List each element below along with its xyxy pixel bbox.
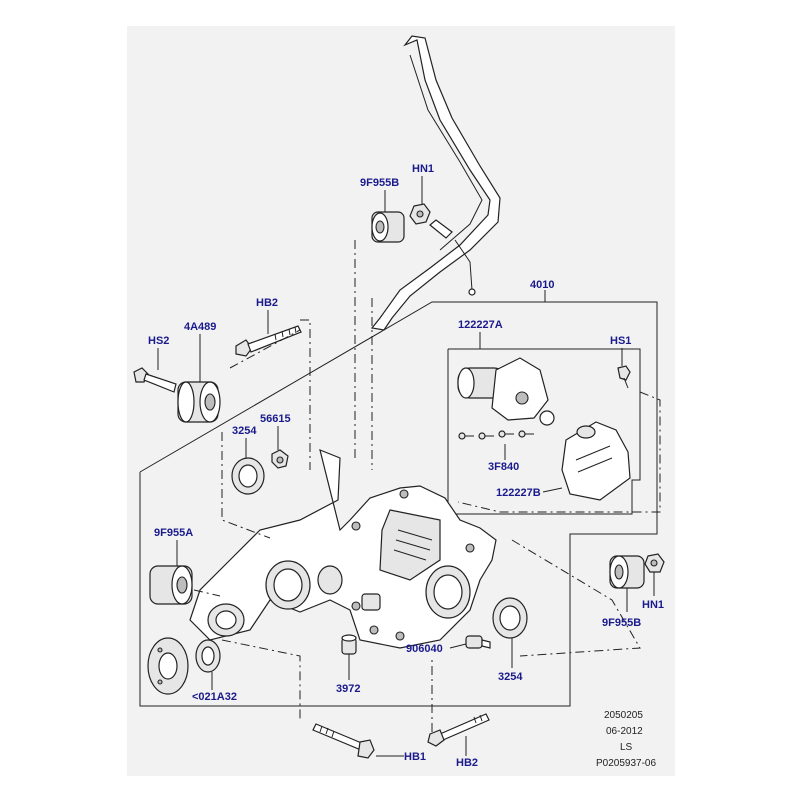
nut-56615 bbox=[271, 449, 289, 469]
nut-hn1-right bbox=[644, 553, 665, 573]
bolt-hs2 bbox=[133, 367, 177, 393]
callout-hn1-top: HN1 bbox=[412, 163, 434, 175]
seal-021a32 bbox=[195, 639, 221, 673]
bolt-hb1 bbox=[312, 723, 375, 759]
actuator-motor-122227a bbox=[457, 357, 555, 426]
callout-9f955b-right: 9F955B bbox=[602, 617, 641, 629]
callout-9f955a: 9F955A bbox=[154, 527, 193, 539]
plug-3972 bbox=[341, 634, 357, 655]
callout-56615: 56615 bbox=[260, 413, 291, 425]
seal-3254-right bbox=[492, 597, 528, 639]
callout-hs1: HS1 bbox=[610, 335, 631, 347]
bushing-9f955a bbox=[149, 565, 193, 605]
callout-hb1: HB1 bbox=[404, 751, 426, 763]
cover-122227b bbox=[561, 421, 631, 501]
callout-3254-right: 3254 bbox=[498, 671, 523, 683]
callout-hs2: HS2 bbox=[148, 335, 169, 347]
seal-3254-left bbox=[231, 457, 265, 495]
callout-3254-left: 3254 bbox=[232, 425, 257, 437]
sensor-906040 bbox=[465, 635, 491, 649]
callout-3972: 3972 bbox=[336, 683, 360, 695]
assembly-outline-4010 bbox=[139, 301, 658, 707]
reference-line-2: 06-2012 bbox=[606, 726, 643, 737]
callout-4a489: 4A489 bbox=[184, 321, 216, 333]
flange bbox=[147, 637, 189, 695]
screw-hs1 bbox=[617, 365, 631, 389]
callout-hb2-top: HB2 bbox=[256, 297, 278, 309]
breather-pipe bbox=[370, 35, 501, 331]
callout-4010: 4010 bbox=[530, 279, 554, 291]
callout-906040: 906040 bbox=[406, 643, 443, 655]
callout-122227b: 122227B bbox=[496, 487, 541, 499]
callout-9f955b-top: 9F955B bbox=[360, 177, 399, 189]
nut-hn1-top bbox=[409, 203, 431, 225]
bolt-hb2-bottom bbox=[427, 713, 490, 747]
bushing-4a489 bbox=[177, 381, 221, 423]
bushing-9f955b-top bbox=[371, 211, 405, 243]
callout-122227a: 122227A bbox=[458, 319, 503, 331]
alignment-lines bbox=[193, 240, 661, 732]
bushing-9f955b-right bbox=[609, 555, 645, 589]
callout-hn1-right: HN1 bbox=[642, 599, 664, 611]
reference-line-3: LS bbox=[620, 742, 633, 753]
screws-3f840 bbox=[458, 430, 534, 440]
bolt-hb2-top bbox=[235, 325, 302, 357]
callout-hb2-bottom: HB2 bbox=[456, 757, 478, 769]
reference-block: 2050205 06-2012 LS P0205937-06 bbox=[596, 710, 656, 769]
reference-line-4: P0205937-06 bbox=[596, 758, 656, 769]
callout-3f840: 3F840 bbox=[488, 461, 519, 473]
differential-housing bbox=[189, 449, 497, 649]
callout-021a32: <021A32 bbox=[192, 691, 237, 703]
reference-line-1: 2050205 bbox=[604, 710, 643, 721]
